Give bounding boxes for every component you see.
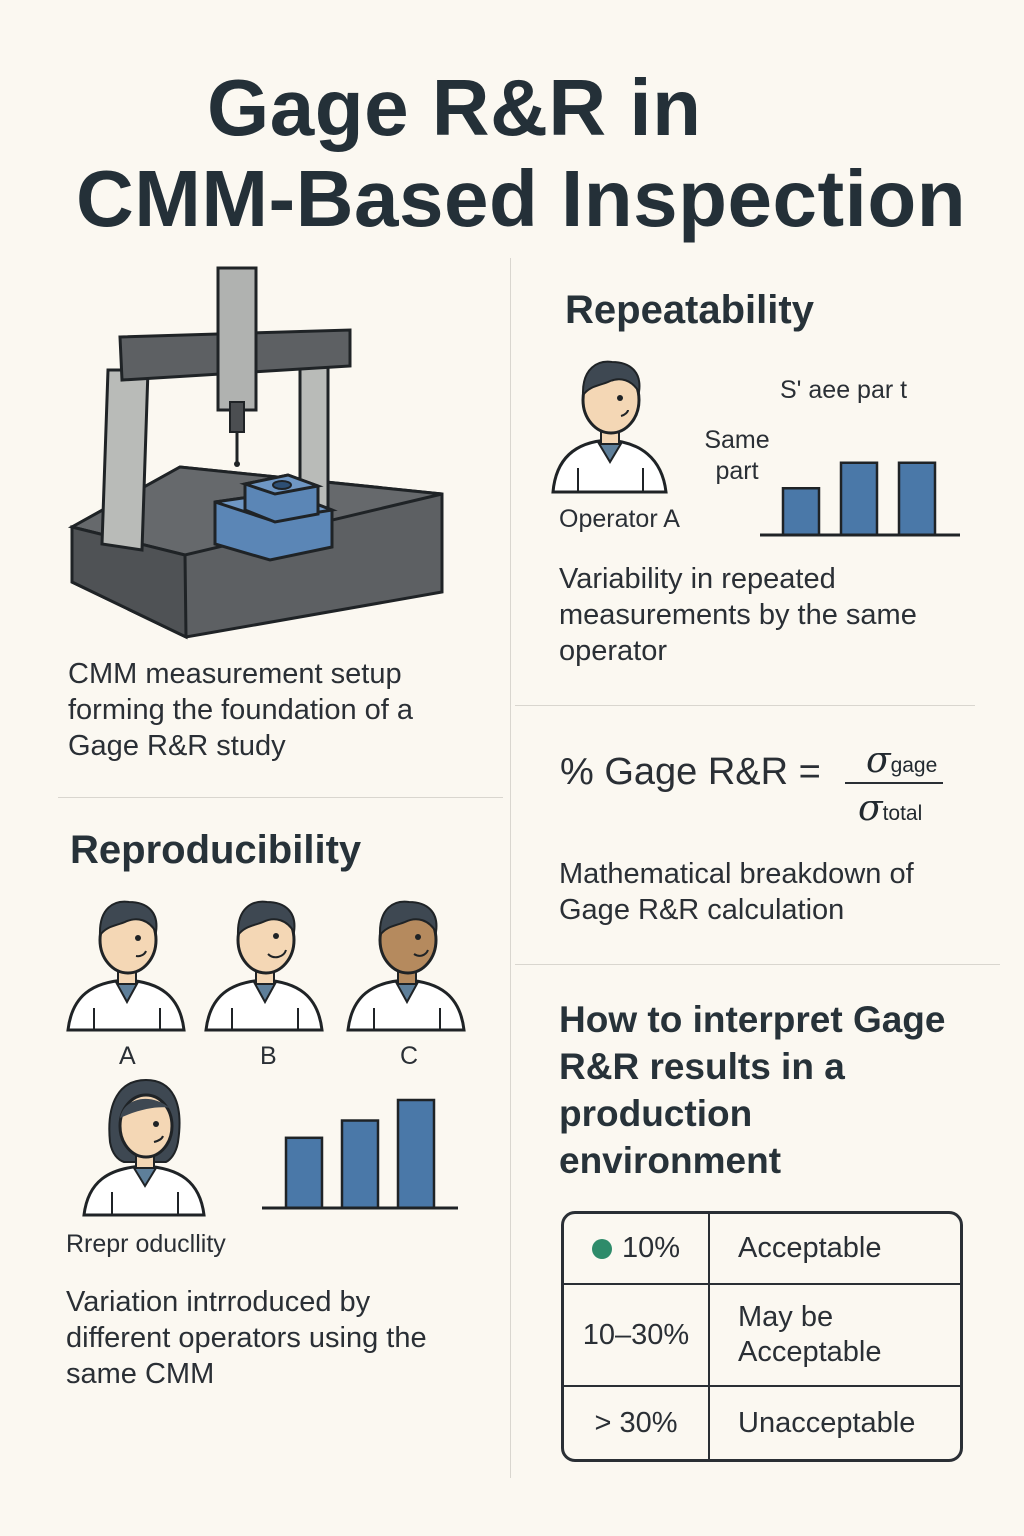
table-row: > 30% Unacceptable [564, 1387, 960, 1459]
acceptable-status-dot [591, 1239, 612, 1259]
verdict-cell: Acceptable [710, 1214, 960, 1285]
operator-c-avatar [346, 900, 466, 1032]
bar-2 [340, 1119, 380, 1210]
divider-left-middle [58, 797, 503, 798]
range-cell: 10% [564, 1214, 710, 1285]
repeatability-heading: Repeatability [565, 288, 814, 332]
operator-a-label: Operator A [559, 505, 680, 533]
bar-3 [897, 461, 937, 537]
formula-caption: Mathematical breakdown of Gage R&R calcu… [559, 858, 914, 926]
table-row: 10–30% May be Acceptable [564, 1285, 960, 1387]
operator-a-avatar-2 [66, 900, 186, 1032]
repeatability-bar-chart [760, 461, 960, 537]
interpretation-table: 10% Acceptable 10–30% May be Acceptable … [561, 1211, 963, 1462]
cmm-caption: CMM measurement setup forming the founda… [68, 658, 414, 762]
operator-label-a: A [119, 1042, 136, 1070]
operator-label-b: B [260, 1042, 277, 1070]
reproducibility-bar-chart [262, 1098, 458, 1210]
reproducibility-heading: Reproducibility [70, 828, 362, 872]
verdict-cell: May be Acceptable [710, 1285, 960, 1387]
vertical-divider [510, 258, 511, 1478]
page-title-line-1: Gage R&R in [207, 63, 702, 152]
verdict-cell: Unacceptable [738, 1406, 916, 1439]
range-cell: > 30% [564, 1387, 710, 1459]
repeatability-garbled-label: S' aee par t [780, 376, 908, 404]
page-title-line-2: CMM-Based Inspection [76, 154, 967, 243]
operator-b-avatar [204, 900, 324, 1032]
bar-2 [839, 461, 879, 537]
divider-right-top [515, 705, 975, 706]
bar-1 [284, 1136, 324, 1210]
repeatability-description: Variability in repeated measurements by … [559, 563, 917, 667]
table-row: 10% Acceptable [564, 1214, 960, 1285]
cmm-left-column [100, 368, 150, 552]
reproducibility-garbled-label: Rrepr oducllity [66, 1230, 226, 1258]
formula-numerator: σgage [866, 740, 938, 781]
same-part-label: Same part [704, 426, 770, 485]
bar-3 [396, 1098, 436, 1210]
operator-label-c: C [400, 1042, 419, 1070]
cmm-base-front [70, 525, 188, 640]
divider-right-middle [515, 964, 1000, 965]
formula-denominator: σtotal [858, 788, 923, 829]
operator-female-avatar [82, 1078, 206, 1217]
reproducibility-description: Variation intrroduced by different opera… [66, 1286, 427, 1390]
cmm-machine-illustration [67, 266, 444, 640]
cmm-spindle [216, 266, 258, 412]
formula-lhs: % Gage R&R = [560, 751, 821, 793]
interpret-heading: How to interpret Gage R&R results in a p… [559, 999, 946, 1181]
operator-a-avatar [551, 360, 668, 494]
range-cell: 10–30% [564, 1285, 710, 1387]
bar-1 [781, 487, 821, 537]
formula-fraction-bar [845, 782, 943, 784]
